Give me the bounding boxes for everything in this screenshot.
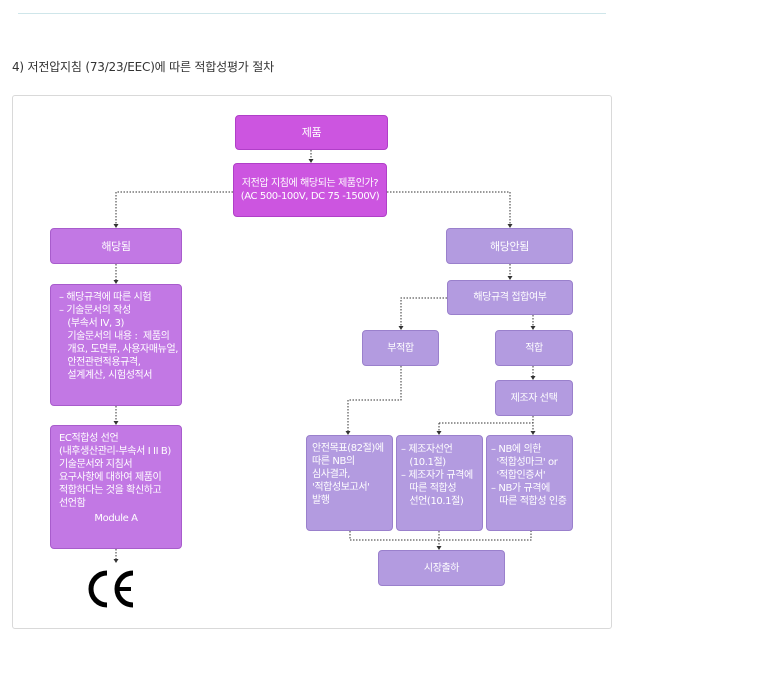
- node-applicable: 해당됨: [50, 228, 182, 264]
- connector-check-nonconform: [400, 297, 447, 327]
- node-ec-declaration: EC적합성 선언 (내후생산관리-부속서 I II B) 기술문서와 지침서 요…: [50, 425, 182, 549]
- ce-mark-icon: [88, 570, 134, 608]
- report-line-1: 안전목표(82절)에: [312, 443, 384, 454]
- connector-manufacturer-branches: [438, 416, 534, 432]
- top-divider: [18, 13, 606, 14]
- nb-line-5: 따른 적합성 인증: [491, 496, 567, 507]
- left-steps-line-6: 안전관련적용규격,: [59, 357, 141, 368]
- mfr-line-5: 선언(10.1절): [401, 496, 464, 507]
- ec-module-label: Module A: [94, 513, 138, 524]
- ec-line-4: 요구사항에 대하여 제품이: [59, 472, 162, 483]
- left-steps-line-4: 기술문서의 내용 : 제품의: [59, 331, 170, 342]
- ec-line-3: 기술문서와 지침서: [59, 459, 133, 470]
- node-product: 제품: [235, 115, 388, 150]
- left-steps-line-2: – 기술문서의 작성: [59, 305, 131, 316]
- left-steps-line-1: – 해당규격에 따른 시험: [59, 292, 152, 303]
- connector-question-notapplicable: [387, 191, 511, 225]
- section-heading: 4) 저전압지침 (73/23/EEC)에 따른 적합성평가 절차: [12, 60, 274, 74]
- nb-line-3: '적합인증서': [491, 470, 546, 481]
- node-nb-safety-report: 안전목표(82절)에 따른 NB의 심사결과, '적합성보고서' 발행: [306, 435, 393, 531]
- node-conform: 적합: [495, 330, 573, 366]
- node-test-and-techfile: – 해당규격에 따른 시험 – 기술문서의 작성 (부속서 IV, 3) 기술문…: [50, 284, 182, 406]
- report-line-2: 따른 NB의: [312, 456, 355, 467]
- node-nonconform: 부적합: [362, 330, 439, 366]
- node-not-applicable: 해당안됨: [446, 228, 573, 264]
- node-manufacturer-select: 제조자 선택: [495, 380, 573, 416]
- nb-line-2: '적합성마크' or: [491, 457, 558, 468]
- mfr-line-2: (10.1절): [401, 457, 446, 468]
- mfr-line-4: 따른 적합성: [401, 483, 457, 494]
- arrowheads: [113, 159, 536, 563]
- connector-to-market: [349, 531, 532, 547]
- node-question: 저전압 지침에 해당되는 제품인가? (AC 500-100V, DC 75 -…: [233, 163, 387, 217]
- ec-line-5: 적합하다는 것을 확신하고: [59, 485, 162, 496]
- left-steps-line-5: 개요, 도면류, 사용자매뉴얼,: [59, 344, 179, 355]
- ec-line-6: 선언함: [59, 498, 86, 509]
- connector-nonconform-report: [347, 366, 402, 432]
- nb-line-4: – NB가 규격에: [491, 483, 550, 494]
- node-nb-certification: – NB에 의한 '적합성마크' or '적합인증서' – NB가 규격에 따른…: [486, 435, 573, 531]
- ec-line-1: EC적합성 선언: [59, 433, 119, 444]
- report-line-3: 심사결과,: [312, 469, 350, 480]
- node-question-line-2: (AC 500-100V, DC 75 -1500V): [240, 191, 380, 202]
- mfr-line-3: – 제조자가 규격에: [401, 470, 473, 481]
- nb-line-1: – NB에 의한: [491, 444, 542, 455]
- mfr-line-1: – 제조자선언: [401, 444, 453, 455]
- node-standard-check: 해당규격 접합여부: [447, 280, 573, 315]
- connector-question-applicable: [115, 191, 233, 225]
- report-line-4: '적합성보고서': [312, 482, 370, 493]
- left-steps-line-7: 설계계산, 시험성적서: [59, 370, 153, 381]
- node-market-release: 시장출하: [378, 550, 505, 586]
- node-manufacturer-declaration: – 제조자선언 (10.1절) – 제조자가 규격에 따른 적합성 선언(10.…: [396, 435, 483, 531]
- ec-line-2: (내후생산관리-부속서 I II B): [59, 446, 171, 457]
- node-question-line-1: 저전압 지침에 해당되는 제품인가?: [241, 178, 379, 189]
- report-line-5: 발행: [312, 495, 330, 506]
- left-steps-line-3: (부속서 IV, 3): [59, 318, 125, 329]
